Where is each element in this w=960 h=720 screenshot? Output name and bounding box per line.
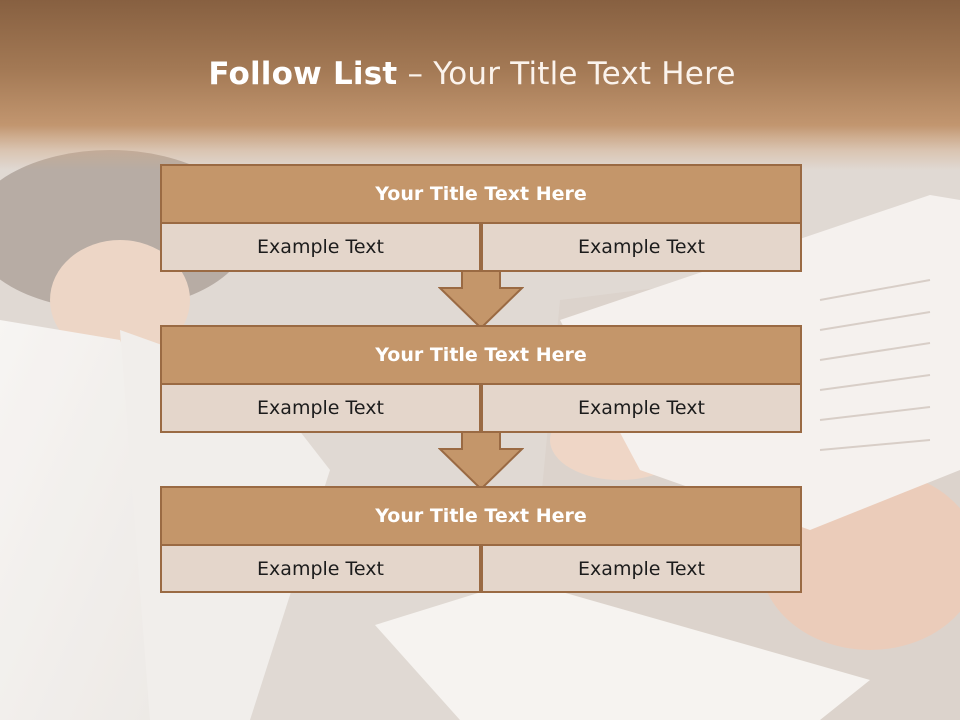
step-block-2: Your Title Text Here Example Text Exampl… xyxy=(160,325,802,433)
slide-title: Follow List – Your Title Text Here xyxy=(0,56,944,92)
slide-title-rest: – Your Title Text Here xyxy=(397,56,736,92)
step-2-title: Your Title Text Here xyxy=(160,325,802,385)
step-1-title: Your Title Text Here xyxy=(160,164,802,224)
down-arrow-icon xyxy=(438,270,524,330)
step-1-left-cell: Example Text xyxy=(160,222,481,272)
step-3-right-cell: Example Text xyxy=(481,544,802,593)
step-1-right-cell: Example Text xyxy=(481,222,802,272)
title-band xyxy=(0,0,960,170)
step-block-1: Your Title Text Here Example Text Exampl… xyxy=(160,164,802,272)
down-arrow-icon xyxy=(438,431,524,491)
step-2-right-cell: Example Text xyxy=(481,383,802,433)
step-2-left-cell: Example Text xyxy=(160,383,481,433)
step-3-left-cell: Example Text xyxy=(160,544,481,593)
slide-title-bold: Follow List xyxy=(208,56,398,92)
step-3-title: Your Title Text Here xyxy=(160,486,802,546)
step-block-3: Your Title Text Here Example Text Exampl… xyxy=(160,486,802,594)
